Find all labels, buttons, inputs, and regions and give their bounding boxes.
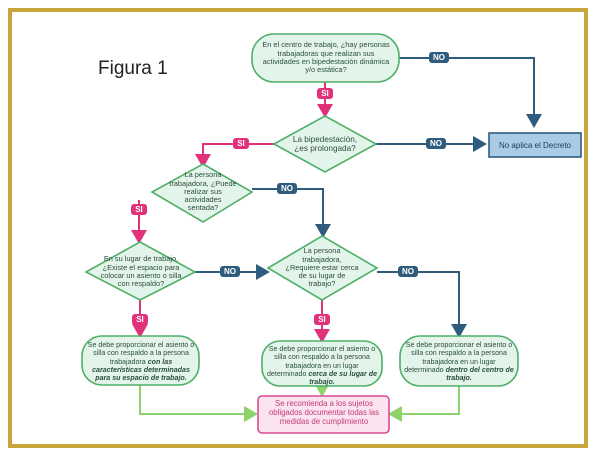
prolongada-node-text: La bipedestación, ¿es prolongada? (292, 134, 358, 153)
no-tag-sentada: NO (277, 183, 297, 194)
box1-text: Se debe proporcionar el asiento o silla … (86, 341, 196, 383)
no-tag-cerca: NO (398, 266, 418, 277)
figure-title: Figura 1 (98, 58, 168, 79)
box3-emphasis: dentro del centro de trabajo. (445, 366, 514, 383)
si-tag-sentada: SI (131, 204, 147, 215)
no-tag-start: NO (429, 52, 449, 63)
box2-text: Se debe proporcionar el asiento o silla … (266, 345, 378, 387)
box1-emphasis: con las características determinadas par… (92, 357, 190, 383)
espacio-diamond (84, 241, 197, 301)
final-box-shape (257, 395, 390, 434)
final-node-text: Se recomienda a los sujetos obligados do… (268, 399, 380, 426)
box3-plain: Se debe proporcionar el asiento o silla … (404, 341, 513, 375)
box2-emphasis: cerca de su lugar de trabajo. (308, 370, 378, 387)
box3-shape (399, 335, 519, 387)
box1-shape (81, 335, 200, 386)
connector-box3-final (388, 386, 460, 422)
connector-cerca-no (377, 271, 467, 338)
no-connectors (195, 57, 542, 338)
start-node-text: En el centro de trabajo, ¿hay personas t… (262, 40, 390, 75)
espacio-node-text: En su lugar de trabajo, ¿Existe el espac… (100, 254, 182, 289)
noaplica-box-shape (488, 132, 582, 158)
connector-prolongada-si (195, 143, 274, 168)
si-tag-espacio: SI (132, 314, 148, 325)
noaplica-text: No aplica el Decreto (498, 141, 572, 150)
final-connectors (139, 383, 460, 422)
box2-plain: Se debe proporcionar el asiento o silla … (266, 345, 376, 379)
prolongada-diamond (272, 115, 378, 173)
connector-box1-final (139, 385, 258, 422)
node-shapes (81, 33, 582, 434)
connector-start-no (399, 57, 542, 128)
sentada-node-text: La persona trabajadora, ¿Puede realizar … (169, 170, 237, 213)
cerca-node-text: La persona trabajadora, ¿Requiere estar … (285, 246, 359, 289)
box2-shape (261, 340, 383, 387)
si-tag-prolongada: SI (233, 138, 249, 149)
connector-sentada-no (252, 188, 331, 238)
no-tag-prolongada: NO (426, 138, 446, 149)
start-node-shape (251, 33, 400, 83)
cerca-diamond (266, 235, 379, 301)
box3-text: Se debe proporcionar el asiento o silla … (404, 341, 514, 383)
no-tag-espacio: NO (220, 266, 240, 277)
box1-plain: Se debe proporcionar el asiento o silla … (87, 341, 195, 366)
si-tag-cerca: SI (314, 314, 330, 325)
si-tag-start: SI (317, 88, 333, 99)
sentada-diamond (150, 163, 254, 223)
